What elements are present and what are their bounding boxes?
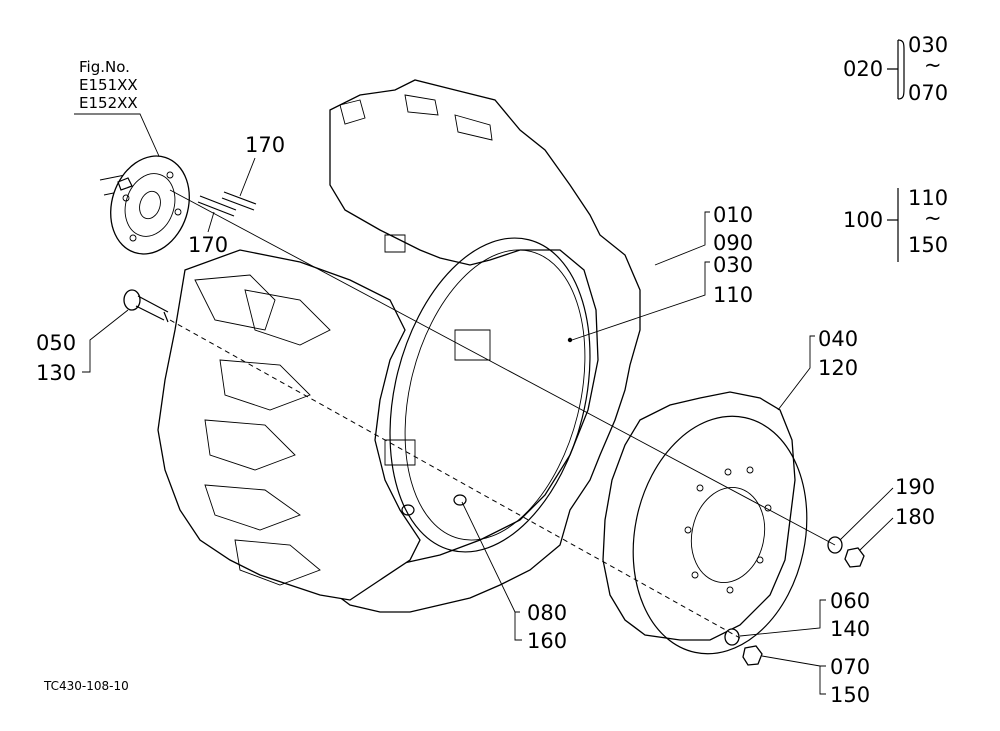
label-050: 050	[36, 331, 76, 355]
legend-020-from: 030	[908, 33, 948, 57]
wheel-disc	[602, 391, 808, 655]
label-180: 180	[895, 505, 935, 529]
tractor-tire	[157, 79, 641, 613]
label-080: 080	[527, 601, 567, 625]
label-120: 120	[818, 356, 858, 380]
callout-070-150: 070 150	[761, 655, 870, 707]
legend-100-to: 150	[908, 233, 948, 257]
callout-080-160: 080 160	[461, 501, 567, 653]
label-090: 090	[713, 231, 753, 255]
label-130: 130	[36, 361, 76, 385]
label-190: 190	[895, 475, 935, 499]
legend-020-to: 070	[908, 81, 948, 105]
label-070: 070	[830, 655, 870, 679]
label-150: 150	[830, 683, 870, 707]
legend-020-tilde: ~	[924, 53, 942, 77]
range-legend-020: 020 030 ~ 070	[843, 33, 948, 105]
legend-100-tilde: ~	[924, 206, 942, 230]
callout-190: 190	[839, 475, 935, 541]
fig-no-line1: E151XX	[79, 76, 138, 94]
label-160: 160	[527, 629, 567, 653]
hub-flange	[99, 155, 190, 255]
callout-030-110: 030 110	[571, 253, 753, 341]
label-040: 040	[818, 327, 858, 351]
label-030: 030	[713, 253, 753, 277]
label-170-bottom: 170	[188, 233, 228, 257]
callout-040-120: 040 120	[777, 327, 858, 411]
studs-170: 170 170	[188, 133, 285, 257]
fig-no-line2: E152XX	[79, 94, 138, 112]
bolt-050-130	[123, 289, 169, 323]
label-060: 060	[830, 589, 870, 613]
callout-010-090: 010 090	[654, 203, 753, 266]
callout-180: 180	[859, 505, 935, 551]
callout-060-140: 060 140	[739, 589, 870, 641]
label-010: 010	[713, 203, 753, 227]
figure-reference: Fig.No. E151XX E152XX	[74, 58, 164, 166]
label-140: 140	[830, 617, 870, 641]
drawing-code: TC430-108-10	[43, 679, 129, 693]
assembly-axes	[169, 189, 836, 639]
range-legend-100: 100 110 ~ 150	[843, 186, 948, 262]
legend-100-parent: 100	[843, 208, 883, 232]
legend-100-from: 110	[908, 186, 948, 210]
callout-050-130: 050 130	[36, 309, 129, 385]
label-110: 110	[713, 283, 753, 307]
label-170-top: 170	[245, 133, 285, 157]
legend-020-parent: 020	[843, 57, 883, 81]
fig-no-heading: Fig.No.	[79, 58, 130, 76]
